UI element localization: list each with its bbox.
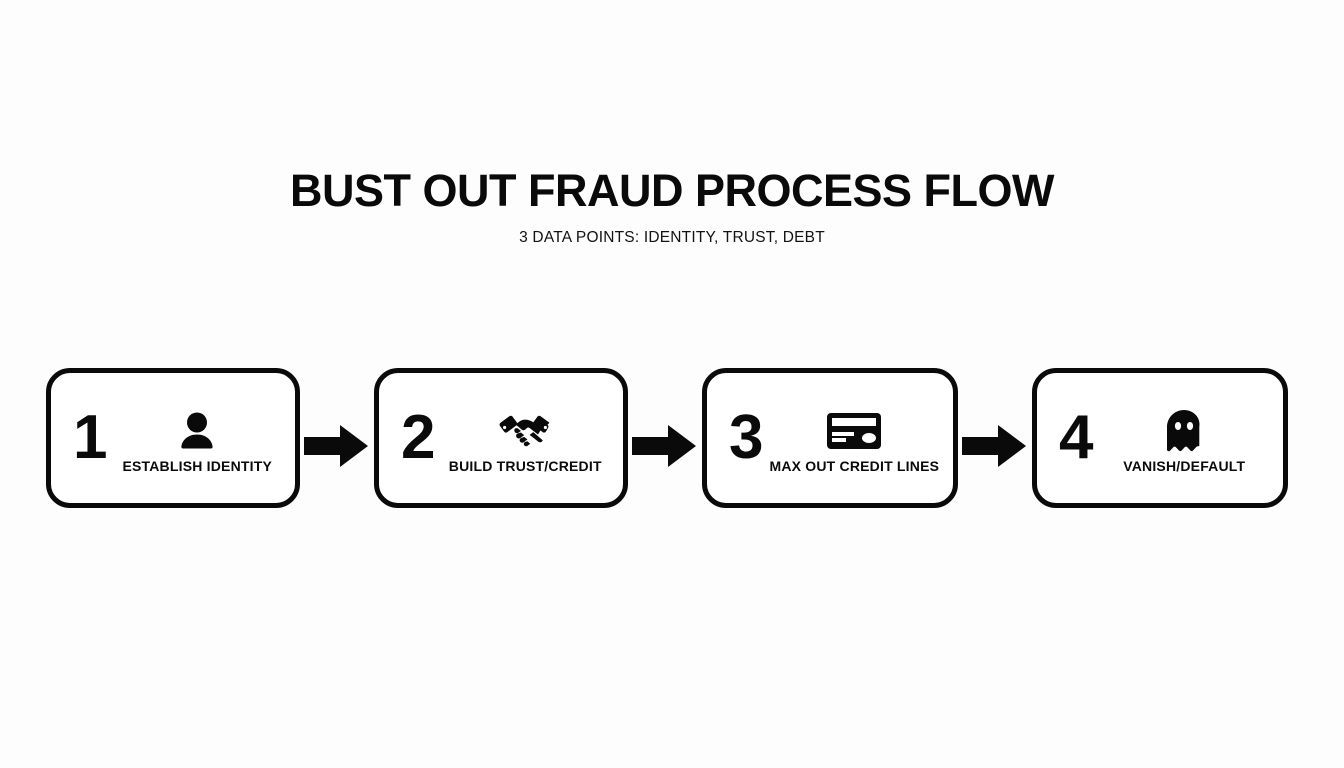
step-content: BUILD TRUST/CREDIT (441, 402, 623, 474)
handshake-icon (497, 408, 553, 454)
credit-card-icon (827, 408, 882, 454)
step-label: ESTABLISH IDENTITY (122, 458, 273, 474)
process-step-1[interactable]: 1 ESTABLISH IDENTITY (46, 368, 300, 508)
person-icon (175, 408, 219, 454)
step-label: VANISH/DEFAULT (1123, 458, 1246, 474)
step-content: MAX OUT CREDIT LINES (769, 402, 953, 474)
process-step-4[interactable]: 4 VANISH/DEFAULT (1032, 368, 1288, 508)
process-step-2[interactable]: 2 (374, 368, 628, 508)
step-number: 4 (1059, 403, 1094, 472)
step-number: 2 (401, 403, 436, 472)
step-label: MAX OUT CREDIT LINES (769, 458, 940, 474)
ghost-icon (1164, 408, 1204, 454)
arrow-right-icon (962, 423, 1026, 469)
step-content: VANISH/DEFAULT (1099, 402, 1283, 474)
diagram-header: BUST OUT FRAUD PROCESS FLOW 3 DATA POINT… (0, 168, 1344, 247)
arrow-right-icon (632, 423, 696, 469)
arrow-right-icon (304, 423, 368, 469)
page-title: BUST OUT FRAUD PROCESS FLOW (290, 165, 1054, 216)
process-flow: 1 ESTABLISH IDENTITY 2 (46, 368, 1298, 510)
step-number: 3 (729, 403, 764, 472)
page-subtitle: 3 DATA POINTS: IDENTITY, TRUST, DEBT (519, 229, 825, 246)
step-content: ESTABLISH IDENTITY (113, 402, 295, 474)
step-number: 1 (73, 403, 108, 472)
process-step-3[interactable]: 3 MAX OUT CREDIT LINES (702, 368, 958, 508)
step-label: BUILD TRUST/CREDIT (448, 458, 602, 474)
